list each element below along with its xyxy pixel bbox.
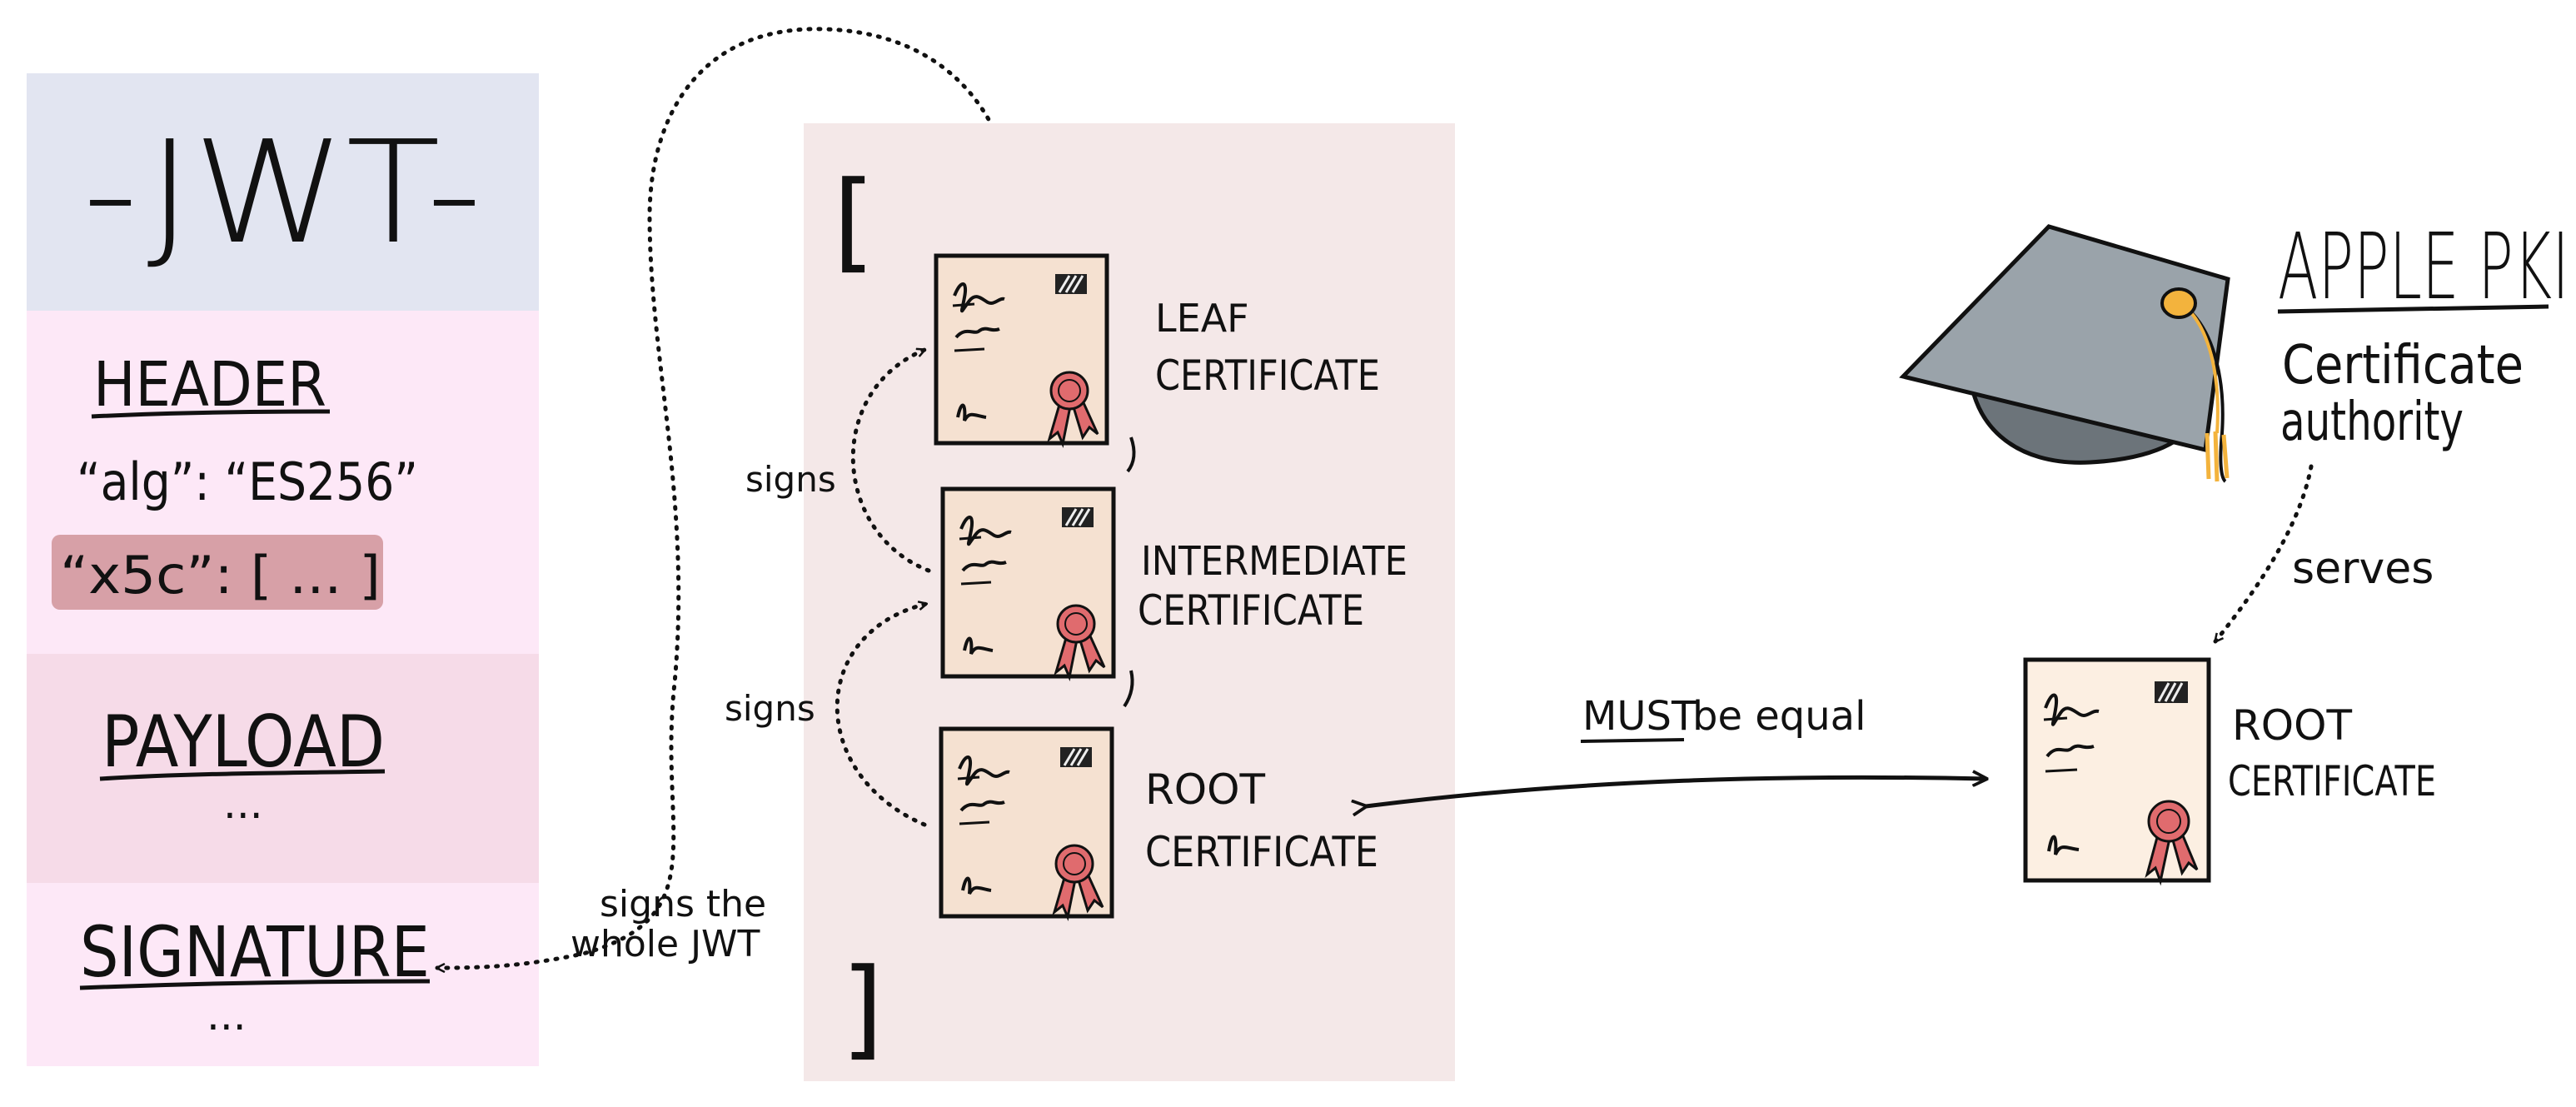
graduation-cap-icon xyxy=(1899,224,2230,483)
be-equal-label: be equal xyxy=(1692,693,1866,740)
root-certificate-in-chain xyxy=(941,729,1112,917)
serves-arrow xyxy=(2213,464,2314,641)
alg-line: “alg”: “ES256” xyxy=(77,451,418,512)
jwt-title-section xyxy=(27,73,539,311)
chain-tick-1 xyxy=(1126,436,1136,473)
x5c-highlight xyxy=(52,535,383,610)
close-bracket: ] xyxy=(841,945,884,1071)
apple-root-certificate xyxy=(2023,657,2211,886)
signs-whole-jwt-line1: signs the xyxy=(600,883,766,925)
payload-underline xyxy=(99,769,386,781)
must-label: MUST xyxy=(1582,693,1697,740)
jwt-panel: -JWT- HEADER “alg”: “ES256” “x5c”: [ ...… xyxy=(27,73,539,1066)
payload-label: PAYLOAD xyxy=(102,701,385,784)
signs-whole-jwt-arrow xyxy=(435,27,1019,968)
apple-pki-subtitle-line2: authority xyxy=(2280,391,2464,453)
intermediate-signs-leaf-arrow xyxy=(850,347,931,573)
jwt-signature-section xyxy=(27,883,539,1066)
leaf-cert-label-line1: LEAF xyxy=(1155,296,1249,341)
certificate-chain-panel: [ ] LEAF CERTIFICATE INTERMEDIATE CERTIF… xyxy=(725,123,1455,1081)
signs-whole-jwt-line2: whole JWT xyxy=(571,923,760,965)
signature-underline xyxy=(79,979,431,990)
signs-label-1: signs xyxy=(745,459,836,500)
apple-pki-underline xyxy=(2277,304,2549,314)
apple-pki-section: APPLE PKI Certificate authority serves R… xyxy=(1899,213,2569,886)
jwt-payload-section xyxy=(27,654,539,883)
signs-label-2: signs xyxy=(725,688,815,729)
open-bracket: [ xyxy=(833,157,875,284)
signature-ellipsis: ... xyxy=(207,991,247,1040)
chain-background xyxy=(804,123,1455,1081)
serves-label: serves xyxy=(2292,544,2434,594)
intermediate-cert-label-line1: INTERMEDIATE xyxy=(1141,538,1408,585)
apple-pki-title: APPLE PKI xyxy=(2278,213,2569,320)
apple-root-cert-label-line1: ROOT xyxy=(2232,701,2352,750)
root-cert-label-line2: CERTIFICATE xyxy=(1145,828,1378,876)
root-cert-label-line1: ROOT xyxy=(1145,765,1265,814)
must-underline xyxy=(1580,738,1685,743)
must-be-equal-arrow xyxy=(1366,777,1986,806)
header-underline xyxy=(91,409,331,419)
chain-tick-2 xyxy=(1123,670,1134,708)
apple-pki-subtitle-line1: Certificate xyxy=(2282,335,2524,396)
x5c-line: “x5c”: [ ... ] xyxy=(60,545,381,606)
apple-root-cert-label-line2: CERTIFICATE xyxy=(2228,757,2436,805)
header-label: HEADER xyxy=(93,349,326,421)
leaf-certificate xyxy=(936,256,1107,444)
jwt-title: -JWT- xyxy=(82,111,482,276)
intermediate-certificate xyxy=(943,489,1114,677)
signature-label: SIGNATURE xyxy=(80,911,430,993)
intermediate-cert-label-line2: CERTIFICATE xyxy=(1138,586,1364,635)
payload-ellipsis: ... xyxy=(223,780,263,828)
leaf-cert-label-line2: CERTIFICATE xyxy=(1155,352,1380,400)
root-signs-intermediate-arrow xyxy=(835,604,926,827)
